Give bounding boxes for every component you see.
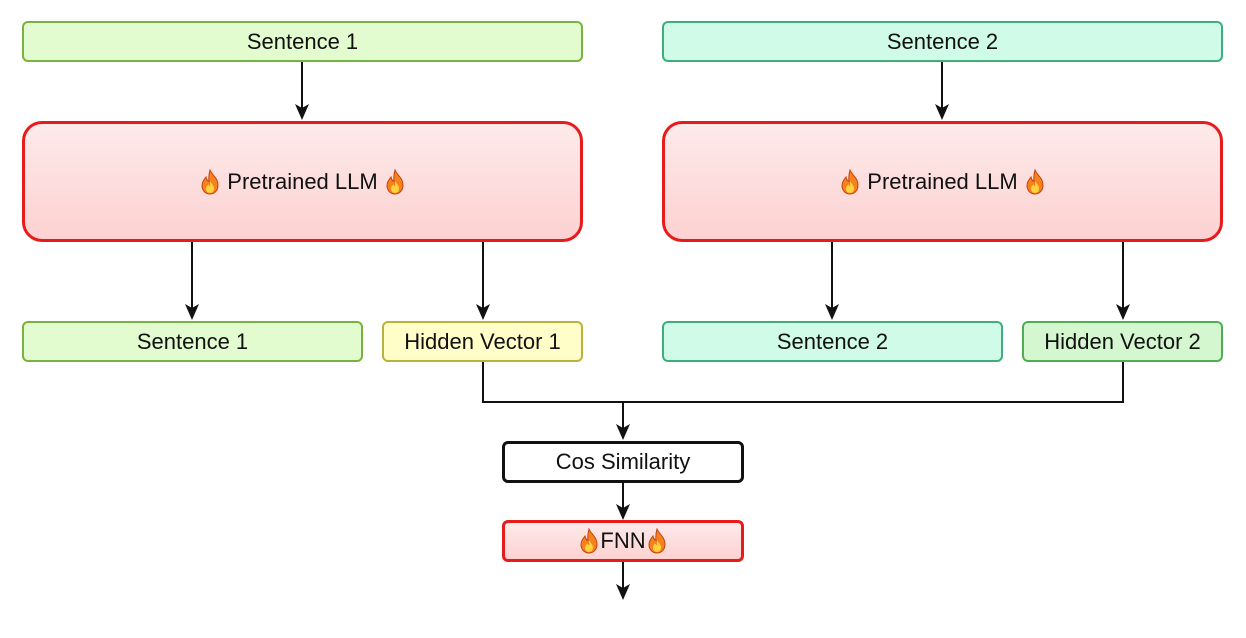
sentence2-input-node: Sentence 2	[662, 21, 1223, 62]
edge-llm-left-to-sentence1-output	[185, 242, 199, 320]
pretrained-llm-right-node: Pretrained LLM	[662, 121, 1223, 242]
edge-sentence1-to-llm-left	[295, 61, 309, 120]
sentence2-output-label: Sentence 2	[776, 328, 889, 354]
fire-icon	[386, 168, 404, 195]
edge-llm-left-to-hidden-vector1	[476, 242, 490, 320]
hidden-vector2-label: Hidden Vector 2	[1044, 328, 1201, 354]
fnn-node: FNN	[502, 520, 744, 562]
edge-cos-similarity-to-fnn	[616, 482, 630, 520]
fire-icon	[648, 528, 666, 554]
sentence1-output-label: Sentence 1	[136, 328, 249, 354]
pretrained-llm-right-label: Pretrained LLM	[867, 168, 1018, 194]
edge-llm-right-to-sentence2-output	[825, 242, 839, 320]
fire-icon	[1026, 168, 1044, 195]
fnn-label: FNN	[600, 528, 646, 553]
edge-hidden-vectors-to-cos-similarity	[482, 361, 1124, 440]
cos-similarity-label: Cos Similarity	[555, 449, 691, 474]
sentence2-input-label: Sentence 2	[886, 28, 999, 54]
sentence1-input-node: Sentence 1	[22, 21, 583, 62]
edge-sentence2-to-llm-right	[935, 61, 949, 120]
edge-fnn-to-output	[616, 562, 630, 600]
cos-similarity-node: Cos Similarity	[502, 441, 744, 483]
pretrained-llm-left-node: Pretrained LLM	[22, 121, 583, 242]
hidden-vector1-label: Hidden Vector 1	[404, 328, 561, 354]
sentence2-output-node: Sentence 2	[662, 321, 1003, 362]
hidden-vector1-node: Hidden Vector 1	[382, 321, 583, 362]
fire-icon	[841, 168, 859, 195]
sentence1-output-node: Sentence 1	[22, 321, 363, 362]
edge-llm-right-to-hidden-vector2	[1116, 242, 1130, 320]
sentence1-input-label: Sentence 1	[246, 28, 359, 54]
pretrained-llm-left-label: Pretrained LLM	[227, 168, 378, 194]
fire-icon	[580, 528, 598, 554]
fire-icon	[201, 168, 219, 195]
hidden-vector2-node: Hidden Vector 2	[1022, 321, 1223, 362]
